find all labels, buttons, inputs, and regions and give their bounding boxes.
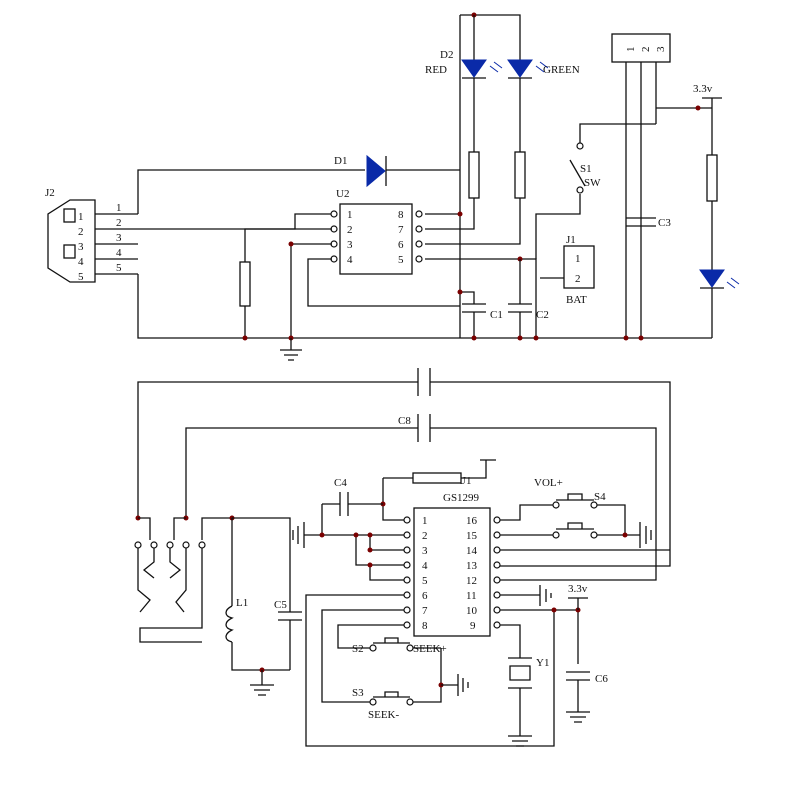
- seek-minus-label: SEEK-: [368, 709, 400, 721]
- three-pin-connector: 1 2 3: [611, 33, 671, 338]
- u1-pin-14: 14: [466, 545, 478, 557]
- j2-pin-5: 5: [78, 271, 84, 283]
- d2-label: D2: [440, 49, 453, 61]
- j2-pin-4: 4: [78, 256, 84, 268]
- red-label: RED: [425, 64, 447, 76]
- s1-label: S1: [580, 163, 592, 175]
- vol-plus-label: VOL+: [534, 477, 563, 489]
- c1-capacitor: C1: [457, 289, 503, 338]
- c4-label: C4: [334, 477, 347, 489]
- v33-bottom-label: 3.3v: [568, 583, 588, 595]
- s2-seek-plus-button: S2 SEEK+: [352, 637, 447, 655]
- conn-pin-2: 2: [640, 47, 652, 53]
- u2-pin-5: 5: [398, 254, 404, 266]
- u1-pin-11: 11: [466, 590, 477, 602]
- j1-pin-1: 1: [575, 253, 581, 265]
- u1-pin-4: 4: [422, 560, 428, 572]
- l1-label: L1: [236, 597, 248, 609]
- u1-pin-1: 1: [422, 515, 428, 527]
- d1-label: D1: [334, 155, 347, 167]
- j2-label: J2: [45, 187, 55, 199]
- u2-pin-3: 3: [347, 239, 353, 251]
- j2-wire-2: 2: [116, 217, 122, 229]
- bat-label: BAT: [566, 294, 587, 306]
- u1-pin-8: 8: [422, 620, 428, 632]
- v33-top-label: 3.3v: [693, 83, 713, 95]
- u2-pin-7: 7: [398, 224, 404, 236]
- c5-label: C5: [274, 599, 287, 611]
- j2-wire-4: 4: [116, 247, 122, 259]
- j1-label: J1: [566, 234, 576, 246]
- seek-plus-label: SEEK+: [413, 643, 447, 655]
- s2-label: S2: [352, 643, 364, 655]
- c3-capacitor: C3: [626, 217, 671, 229]
- u1-pin-7: 7: [422, 605, 428, 617]
- u1-pin-13: 13: [466, 560, 478, 572]
- j2-pin-3: 3: [78, 241, 84, 253]
- j1-pin-2: 2: [575, 273, 581, 285]
- c3-label: C3: [658, 217, 671, 229]
- u2-label: U2: [336, 188, 349, 200]
- u1-gs1299-ic: U1 GS1299 1 2 3 4 5 6 7 8 16 15 14 13 12…: [403, 475, 501, 637]
- c5-capacitor: C5: [232, 517, 302, 670]
- j2-pin-1: 1: [78, 211, 84, 223]
- u2-pin-6: 6: [398, 239, 404, 251]
- u1-pin-12: 12: [466, 575, 477, 587]
- sw-label: SW: [584, 177, 601, 189]
- u2-pin-1: 1: [347, 209, 353, 221]
- ground-symbol: [280, 338, 302, 361]
- l1-inductor: L1: [225, 515, 290, 671]
- d2-led-green: GREEN: [425, 59, 580, 245]
- j1-battery-connector: J1 1 2 BAT: [535, 194, 595, 306]
- u2-pin-8: 8: [398, 209, 404, 221]
- conn-pin-3: 3: [655, 46, 667, 52]
- j2-pin-2: 2: [78, 226, 84, 238]
- j2-connector: J2 1 2 3 4 5 1 2 3 4 5: [45, 187, 138, 283]
- u1-pin-2: 2: [422, 530, 428, 542]
- c2-label: C2: [536, 309, 549, 321]
- u1-pin-3: 3: [422, 545, 428, 557]
- s3-label: S3: [352, 687, 364, 699]
- u1-pin-10: 10: [466, 605, 478, 617]
- j2-wire-1: 1: [116, 202, 122, 214]
- s4-vol-plus-button: VOL+ S4: [500, 477, 626, 535]
- s1-switch: S1 SW: [569, 123, 656, 194]
- v33-led-branch: 3.3v: [656, 83, 740, 338]
- s3-seek-minus-button: S3 SEEK-: [352, 648, 442, 721]
- y1-crystal: Y1: [500, 624, 549, 747]
- j2-wire-3: 3: [116, 232, 122, 244]
- u1-pin-9: 9: [470, 620, 476, 632]
- headphone-jack: [134, 515, 232, 643]
- s4-label: S4: [594, 491, 606, 503]
- u2-pin-2: 2: [347, 224, 353, 236]
- c4-capacitor: C4: [321, 477, 383, 535]
- u2-pin-4: 4: [347, 254, 353, 266]
- u2-ic: U2 1 2 3 4 8 7 6 5: [330, 188, 423, 275]
- green-label: GREEN: [543, 64, 580, 76]
- gs1299-label: GS1299: [443, 492, 480, 504]
- c6-label: C6: [595, 673, 608, 685]
- c6-capacitor: C6: [566, 671, 608, 723]
- d1-diode: D1: [334, 154, 460, 188]
- second-button: [500, 522, 640, 539]
- c2-capacitor: C2: [508, 259, 549, 338]
- u1-pin-16: 16: [466, 515, 478, 527]
- c8-label: C8: [398, 415, 411, 427]
- y1-label: Y1: [536, 657, 549, 669]
- d2-led-red: D2 RED: [425, 49, 503, 230]
- u1-pin-15: 15: [466, 530, 478, 542]
- j2-wire-5: 5: [116, 262, 122, 274]
- u1-pin-6: 6: [422, 590, 428, 602]
- conn-pin-1: 1: [625, 47, 637, 53]
- c1-label: C1: [490, 309, 503, 321]
- u1-pin-5: 5: [422, 575, 428, 587]
